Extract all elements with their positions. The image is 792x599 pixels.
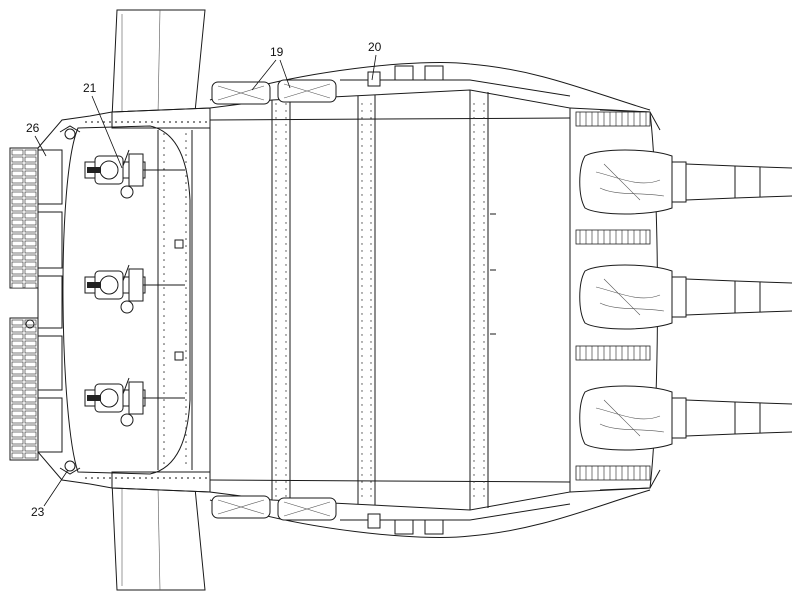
grille-block-lower	[9, 317, 39, 461]
callout-23: 23	[31, 469, 69, 519]
hull-main	[209, 89, 571, 511]
callout-21: 21	[83, 81, 123, 169]
callout-20: 20	[368, 40, 382, 81]
bulkhead-dotted-left	[157, 130, 193, 470]
rivet-row-bottom	[85, 477, 207, 479]
sponson-top	[209, 62, 651, 111]
rear-panels	[25, 149, 63, 453]
callout-26: 26	[26, 121, 47, 157]
tail-fin-top	[111, 9, 206, 119]
rivet-row-top	[85, 121, 207, 123]
track-pack-top	[211, 79, 337, 105]
callout-19: 19	[251, 45, 291, 91]
front-frame	[569, 107, 661, 493]
grille-block-upper	[9, 147, 39, 289]
tail-fin-bottom	[111, 481, 206, 591]
callout-23-label: 23	[31, 505, 45, 519]
exhaust-unit-2	[579, 264, 792, 330]
track-pack-bottom	[211, 495, 337, 521]
exhaust-unit-1	[579, 149, 792, 215]
sponson-bottom	[209, 489, 651, 538]
callout-26-label: 26	[26, 121, 40, 135]
callout-21-label: 21	[83, 81, 97, 95]
callout-20-label: 20	[368, 40, 382, 54]
exhaust-unit-3	[579, 385, 792, 451]
callout-19-label: 19	[270, 45, 284, 59]
